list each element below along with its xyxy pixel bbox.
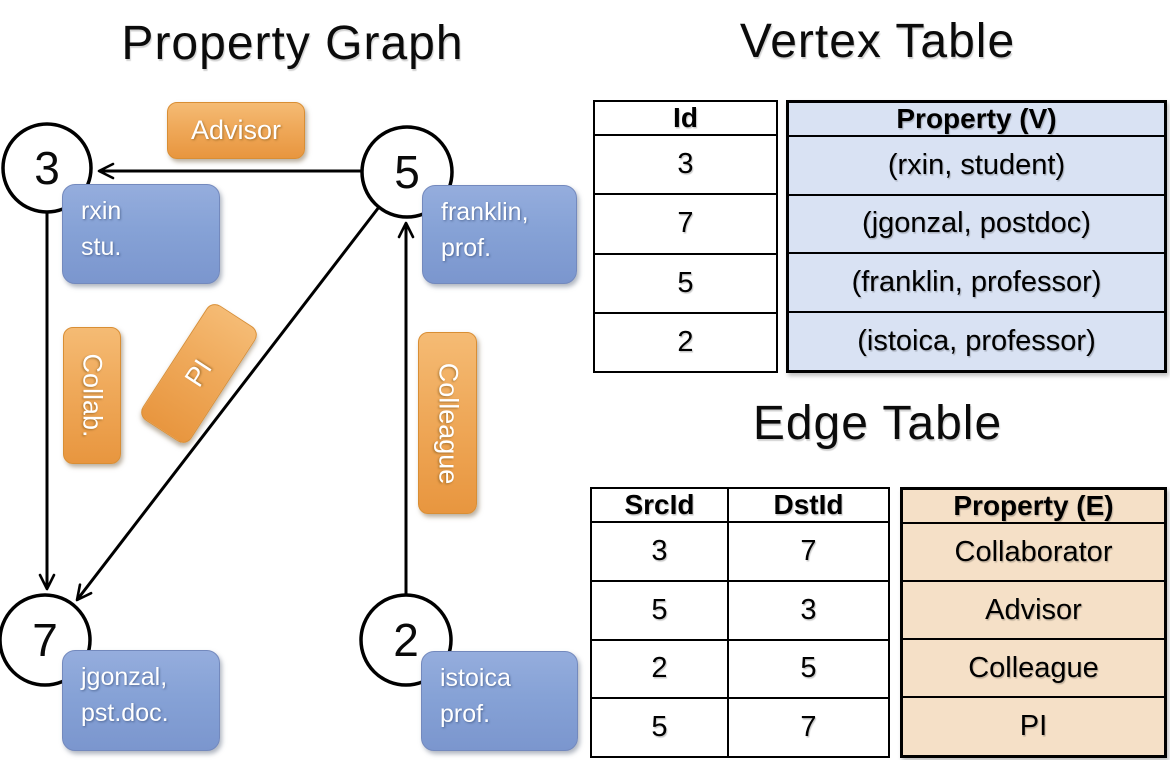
edge-label-text: Collab. [77,353,108,438]
table-cell: 2 [593,311,778,374]
vertex-label-line: pst.doc. [81,698,169,727]
table-header-row: Property (V) [786,100,1167,137]
edge-label-text: Advisor [190,115,282,145]
vertex-label-line: jgonzal, [81,663,168,691]
table-cell: 5 [727,638,890,700]
table-row: Colleague [900,638,1167,699]
table-header-row: Id [593,100,778,136]
table-row: Collaborator [900,521,1167,583]
table-cell: 7 [593,193,778,255]
table-row: (istoica, professor) [786,310,1167,373]
edge-label-text: Colleague [433,362,463,484]
table-cell: Collaborator [900,521,1167,583]
node-id-2: 2 [393,614,419,666]
table-cell: (franklin, professor) [786,252,1167,313]
table-cell: (jgonzal, postdoc) [786,193,1167,255]
edge-label-text: PI [179,354,219,393]
vertex-label-box-7: jgonzal, pst.doc. [62,650,220,751]
table-cell: 3 [593,133,778,196]
node-id-3: 3 [34,142,60,194]
vertex-label-line: prof. [440,699,491,728]
vertex-label-line: franklin, [441,198,529,226]
edge-pi-5-to-7 [75,206,381,602]
table-cell: 3 [727,579,890,641]
table-cell: Advisor [900,580,1167,641]
table-cell: PI [900,696,1167,758]
edge-table-title: Edge Table [752,397,1003,450]
node-id-7: 7 [32,614,58,666]
table-row: (jgonzal, postdoc) [786,193,1167,255]
vertex-id-header: Id [593,100,778,136]
edge-label-collab: Collab. [63,327,121,464]
table-cell: 3 [590,521,729,582]
table-cell: 5 [590,579,729,641]
vertex-table-title: Vertex Table [739,15,1016,68]
vertex-property-table: Property (V) (rxin, student)(jgonzal, po… [786,100,1167,373]
table-cell: 7 [727,521,890,582]
table-row: Advisor [900,580,1167,641]
vertex-property-header: Property (V) [786,100,1167,137]
vertex-label-line: stu. [81,232,122,261]
vertex-label-box-2: istoica prof. [421,651,578,751]
table-cell: Colleague [900,638,1167,699]
table-cell: (istoica, professor) [786,310,1167,373]
table-cell: 5 [593,252,778,314]
edge-srcid-header: SrcId [590,487,729,523]
vertex-label-line: istoica [440,664,511,692]
node-id-5: 5 [394,146,420,198]
edge-label-colleague: Colleague [418,332,477,514]
edge-label-advisor: Advisor [167,102,305,159]
property-graph-title: Property Graph [121,17,464,70]
graph-drawing [0,122,454,687]
table-row: 3 [593,133,778,196]
table-row: (rxin, student) [786,135,1167,196]
table-cell: 7 [727,697,890,758]
table-row: 5 [593,252,778,314]
vertex-label-box-5: franklin, prof. [422,185,577,284]
table-cell: 2 [590,638,729,700]
table-row: 7 [593,193,778,255]
table-cell: (rxin, student) [786,135,1167,196]
edge-dstid-header: DstId [727,487,890,523]
edge-property-header: Property (E) [900,487,1167,524]
table-row: (franklin, professor) [786,252,1167,313]
table-row: 2 [593,311,778,374]
table-header-row: SrcId DstId [590,487,890,523]
vertex-label-line: rxin [81,197,122,225]
table-cell: 5 [590,697,729,758]
vertex-label-box-3: rxin stu. [62,184,220,284]
table-row: PI [900,696,1167,758]
table-header-row: Property (E) [900,487,1167,524]
vertex-label-line: prof. [441,233,492,262]
